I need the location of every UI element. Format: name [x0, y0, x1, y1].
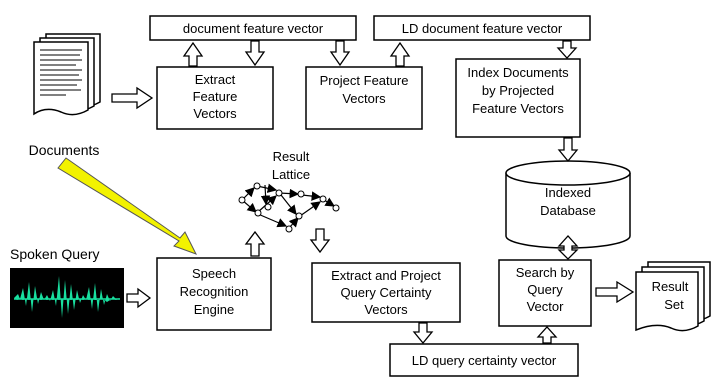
- ld-query-certainty-vector-box: LD query certainty vector: [389, 343, 579, 377]
- index-documents-line-2: by Projected: [482, 83, 554, 98]
- extract-feature-vectors-line-1: Extract: [195, 72, 236, 87]
- search-by-query-vector-box: Search by Query Vector: [498, 259, 592, 327]
- indexed-database-line-2: Database: [540, 203, 596, 218]
- document-stack-icon: [33, 33, 101, 116]
- index-documents-line-1: Index Documents: [467, 65, 569, 80]
- project-feature-vectors-line-2: Vectors: [342, 91, 386, 106]
- documents-label: Documents: [29, 142, 100, 158]
- arrow-lattice-to-query: [309, 228, 331, 254]
- extract-project-query-line-1: Extract and Project: [331, 268, 441, 283]
- index-documents-line-3: Feature Vectors: [472, 101, 564, 116]
- extract-project-query-box: Extract and Project Query Certainty Vect…: [311, 262, 461, 323]
- arrow-docvec-down-extract: [244, 40, 266, 67]
- spoken-query-label: Spoken Query: [10, 246, 100, 262]
- document-text-lines: [40, 49, 82, 96]
- ld-document-feature-vector-label: LD document feature vector: [402, 21, 563, 36]
- search-by-query-line-2: Query: [527, 282, 563, 297]
- indexed-database-cylinder: Indexed Database: [505, 160, 631, 249]
- speech-recognition-engine-box: Speech Recognition Engine: [156, 257, 272, 331]
- arrow-ld-to-index: [556, 40, 578, 59]
- speech-recognition-line-1: Speech: [192, 266, 236, 281]
- arrow-documents-to-extract: [111, 86, 154, 110]
- document-feature-vector-label: document feature vector: [183, 21, 324, 36]
- arrow-query-to-ldquery: [412, 322, 434, 345]
- ld-query-certainty-vector-label: LD query certainty vector: [412, 353, 557, 368]
- extract-feature-vectors-box: Extract Feature Vectors: [156, 66, 274, 130]
- lattice-graph-icon: [238, 182, 340, 233]
- result-set-line-1: Result: [652, 279, 689, 294]
- result-set-line-2: Set: [664, 297, 684, 312]
- project-feature-vectors-box: Project Feature Vectors: [305, 66, 423, 130]
- arrow-database-search: [557, 235, 579, 260]
- arrow-speech-to-lattice: [244, 230, 266, 257]
- arrow-docvec-to-project: [329, 40, 351, 67]
- result-lattice-line-1: Result: [273, 149, 310, 164]
- arrow-index-to-database: [557, 137, 579, 163]
- arrow-project-to-ld: [389, 41, 411, 67]
- search-by-query-line-3: Vector: [527, 299, 565, 314]
- result-lattice-line-2: Lattice: [272, 167, 310, 182]
- speech-recognition-line-3: Engine: [194, 302, 234, 317]
- extract-feature-vectors-line-3: Vectors: [193, 106, 237, 121]
- index-documents-box: Index Documents by Projected Feature Vec…: [455, 58, 581, 138]
- arrow-waveform-to-speech: [126, 287, 152, 309]
- extract-project-query-line-2: Query Certainty: [340, 285, 432, 300]
- extract-project-query-line-3: Vectors: [364, 302, 408, 317]
- indexed-database-line-1: Indexed: [545, 185, 591, 200]
- extract-feature-vectors-line-2: Feature: [193, 89, 238, 104]
- yellow-arrow: [57, 157, 198, 255]
- result-set-stack-icon: Result Set: [635, 261, 711, 332]
- ld-document-feature-vector-box: LD document feature vector: [373, 15, 591, 41]
- arrow-search-to-result: [595, 280, 635, 304]
- arrow-extract-up: [182, 41, 204, 67]
- audio-waveform-icon: [10, 268, 124, 328]
- project-feature-vectors-line-1: Project Feature: [320, 73, 409, 88]
- search-by-query-line-1: Search by: [516, 265, 575, 280]
- document-feature-vector-box: document feature vector: [149, 15, 357, 41]
- arrow-ldquery-to-search: [536, 326, 558, 344]
- speech-recognition-line-2: Recognition: [180, 284, 249, 299]
